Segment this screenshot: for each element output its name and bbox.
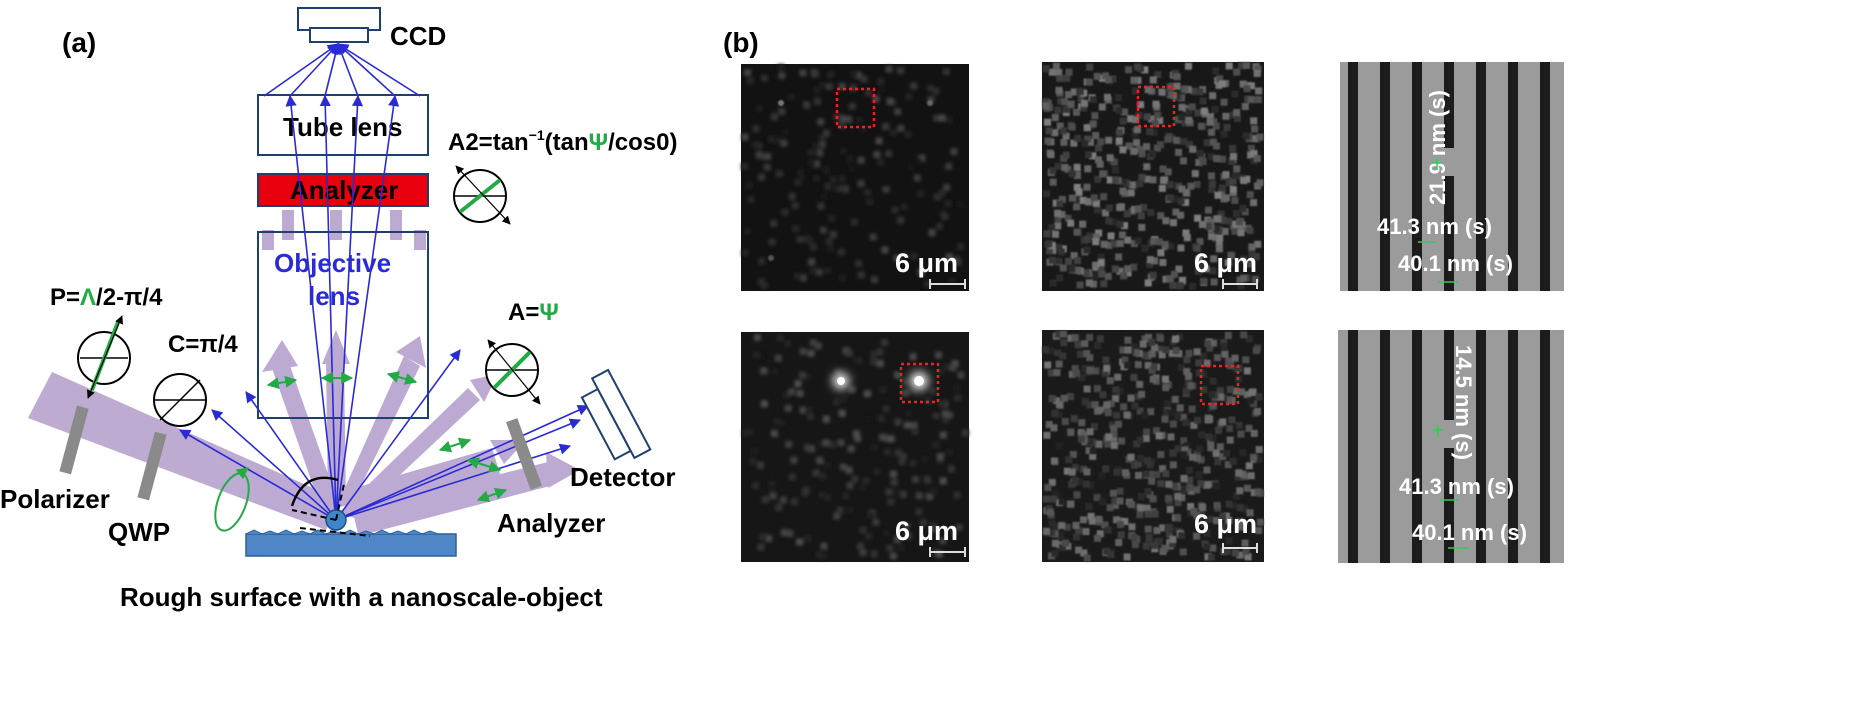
rough-surface [245,533,457,557]
c-symbol [153,373,207,427]
normal-dash [335,483,345,521]
scale-bar [1222,279,1258,289]
beam-upper-3 [390,210,402,240]
scale-bar [1222,543,1258,553]
measure-marks [1433,425,1468,549]
a2-formula: A2=tan−1(tanΨ/cos0) [448,127,677,156]
beam-upper-4 [262,230,274,250]
detector [580,368,652,461]
detector-label: Detector [570,462,675,492]
incidence-dash [291,509,337,521]
image-bottom-left: 6 μm [741,332,969,562]
roi-box [1199,364,1240,406]
scale-bar-label: 6 μm [895,248,958,278]
image-top-middle: 6 μm [1042,62,1264,291]
blue-rays [179,42,590,521]
angle-arc [290,476,339,507]
sem-bottom: 14.5 nm (s) 41.3 nm (s) 40.1 nm (s) [1338,330,1564,563]
beam-upper-5 [414,230,426,250]
objective-label-2: lens [308,281,360,311]
surface-roughness [245,529,440,535]
scale-bar [929,279,966,289]
ccd-label: CCD [390,21,446,51]
scale-bar-label: 6 μm [895,516,958,546]
qwp-plate [137,431,167,501]
caption: Rough surface with a nanoscale-object [120,582,603,612]
sem-top: 21.9 nm (s) 41.3 nm (s) 40.1 nm (s) [1340,62,1564,291]
tube-lens-box [257,94,429,156]
polarizer-plate [59,405,89,475]
roi-box [835,87,876,129]
sem-top-mid-label: 41.3 nm (s) [1377,214,1492,239]
collection-beam-4 [340,388,480,518]
c-formula: C=π/4 [168,331,238,358]
collection-beam-3 [336,356,420,508]
sem-top-vertical-label: 21.9 nm (s) [1425,90,1450,205]
ellipse-arrow [235,467,249,480]
a-symbol [485,339,541,405]
reflected-beam-2 [358,462,550,534]
surface-dash [299,527,371,537]
incident-beam [28,372,340,530]
tube-lens-label: Tube lens [283,112,402,142]
arrowhead-right [396,336,426,368]
analyzer-plate [506,418,542,490]
a-formula: A=Ψ [508,299,559,326]
arrowhead-mid [322,330,350,364]
image-top-left: 6 μm [741,64,969,291]
roi-box [1136,85,1176,128]
scale-bar [929,547,966,557]
sem-bottom-mid-label: 41.3 nm (s) [1399,474,1514,499]
panel-a: (a) CCD Tube lens [0,7,677,612]
scale-bar-label: 6 μm [1194,509,1257,539]
analyzer-right-label: Analyzer [497,508,605,538]
arrowhead-left [262,340,298,372]
sem-top-low-label: 40.1 nm (s) [1398,251,1513,276]
p-symbol [77,315,131,399]
beam-upper-1 [282,210,294,240]
sem-bottom-low-label: 40.1 nm (s) [1412,520,1527,545]
objective-box [257,231,429,419]
panel-b: (b) 6 μm 6 μm 21.9 nm (s) 41.3 nm (s) [723,27,1564,563]
analyzer-box [257,173,429,207]
image-bottom-middle: 6 μm [1042,330,1264,562]
collection-beam-1 [272,360,340,508]
beam-upper-2 [330,210,342,240]
a2-symbol [453,165,511,225]
ccd-body [297,7,381,31]
roi-box [899,362,940,404]
p-formula: P=Λ/2-π/4 [50,284,163,311]
measure-marks [1418,158,1458,283]
arrowhead-r4 [546,452,580,488]
qwp-label: QWP [108,517,170,547]
panel-a-tag: (a) [62,27,96,58]
lens-marks [266,371,508,503]
ccd-base [309,27,369,43]
scale-bar-label: 6 μm [1194,248,1257,278]
sem-bottom-vertical-label: 14.5 nm (s) [1451,345,1476,460]
panel-b-tag: (b) [723,27,759,58]
polarizer-label: Polarizer [0,484,110,514]
